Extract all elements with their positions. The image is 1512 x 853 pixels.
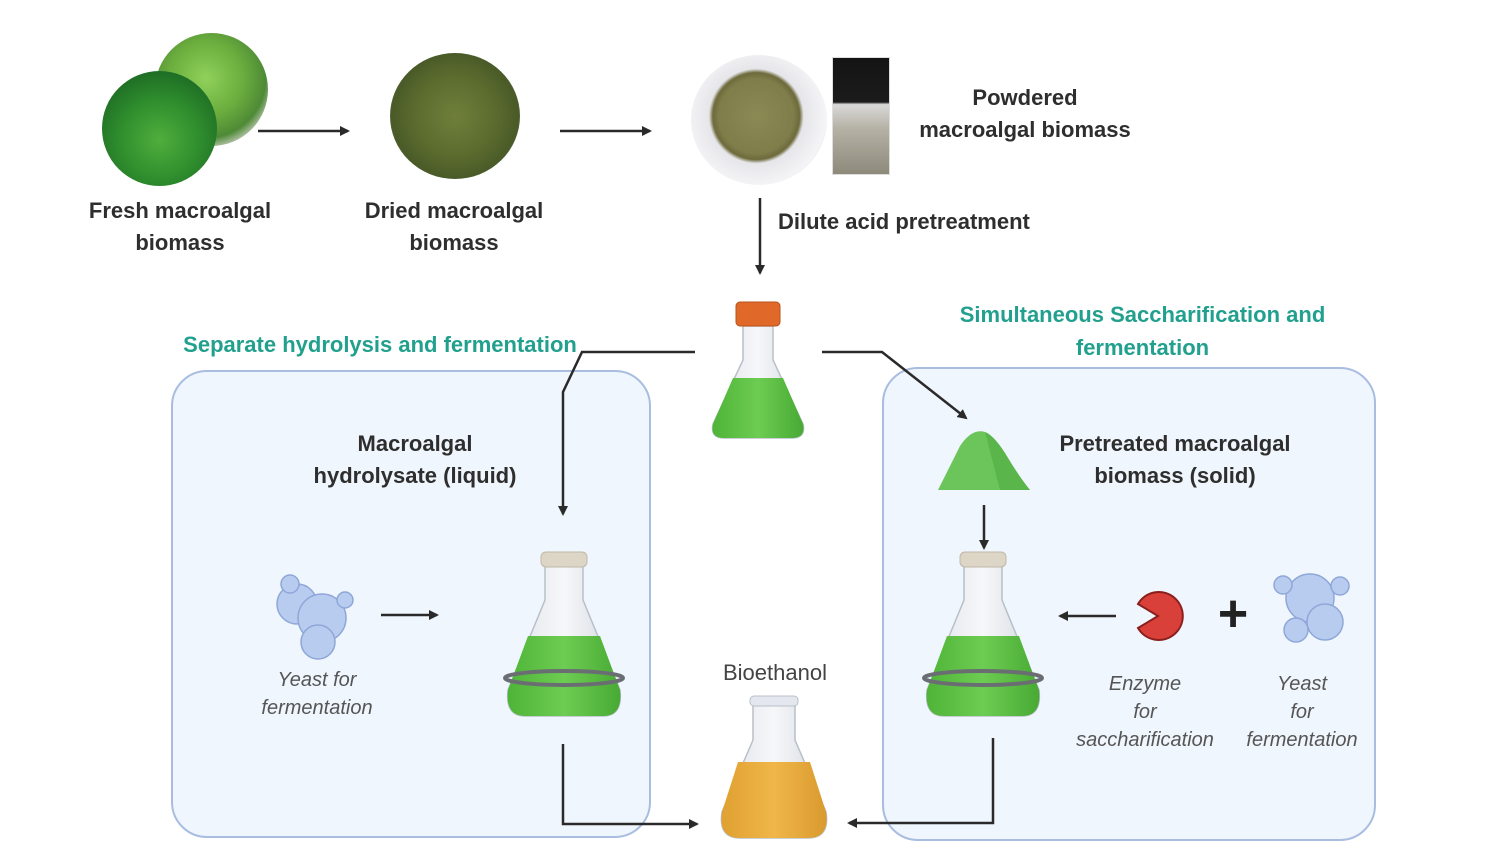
ssf-flask-icon [922,551,1044,717]
solid-biomass-label-line1: Pretreated macroalgal [1059,431,1291,456]
plus-sign: + [1217,585,1249,643]
shf-yeast-label: Yeast for fermentation [232,666,402,722]
solid-biomass-label: Pretreated macroalgal biomass (solid) [1035,428,1315,492]
dried-biomass-label-line2: biomass [409,230,499,255]
hydrolysate-label: Macroalgal hydrolysate (liquid) [290,428,540,492]
powder-vial-photo [832,57,890,175]
arrow-to-solid [822,350,968,420]
dried-biomass-photo [390,53,520,179]
solid-biomass-label-line2: biomass (solid) [1094,463,1256,488]
ssf-yeast-label-line3: fermentation [1246,729,1358,751]
bioethanol-flask-icon [720,695,828,839]
enzyme-label-line1: Enzyme [1108,673,1182,695]
enzyme-label-line2: for [1133,701,1157,723]
arrow-shf-to-bioethanol [561,744,699,829]
pretreated-flask-icon [711,301,805,439]
enzyme-label: Enzyme for saccharification [1060,670,1230,754]
solid-biomass-pile-icon [938,431,1030,490]
arrow-to-hydrolysate [558,350,695,516]
arrow-ssf-to-bioethanol [847,738,995,828]
fresh-biomass-label-line2: biomass [135,230,225,255]
powdered-biomass-label-line2: macroalgal biomass [919,117,1131,142]
hydrolysate-label-line1: Macroalgal [357,431,473,456]
ssf-title: Simultaneous Saccharification and fermen… [920,298,1365,364]
powdered-biomass-label: Powdered macroalgal biomass [895,82,1155,146]
pretreatment-label: Dilute acid pretreatment [778,209,1030,234]
ssf-yeast-label: Yeast for fermentation [1226,670,1378,754]
ssf-title-line1: Simultaneous Saccharification and [959,302,1326,327]
dried-biomass-label-line1: Dried macroalgal [364,198,544,223]
hydrolysate-label-line2: hydrolysate (liquid) [313,463,517,488]
fresh-biomass-photo-front [102,71,217,186]
ssf-yeast-label-line2: for [1290,701,1314,723]
ssf-title-line2: fermentation [1075,335,1210,360]
ssf-yeast-label-line1: Yeast [1276,673,1328,695]
shf-title: Separate hydrolysis and fermentation [183,332,577,357]
shf-flask-icon [503,551,625,717]
bioethanol-label: Bioethanol [723,660,827,685]
shf-yeast-label-line1: Yeast for [277,669,357,691]
powder-dish-photo [691,55,827,185]
enzyme-label-line3: saccharification [1076,729,1214,751]
fresh-biomass-label: Fresh macroalgal biomass [60,195,300,259]
dried-biomass-label: Dried macroalgal biomass [334,195,574,259]
ssf-yeast-icon [1273,573,1350,643]
powdered-biomass-label-line1: Powdered [972,85,1078,110]
shf-yeast-icon [276,574,354,660]
enzyme-icon [1136,591,1184,641]
shf-yeast-label-line2: fermentation [261,697,373,719]
fresh-biomass-label-line1: Fresh macroalgal [88,198,272,223]
